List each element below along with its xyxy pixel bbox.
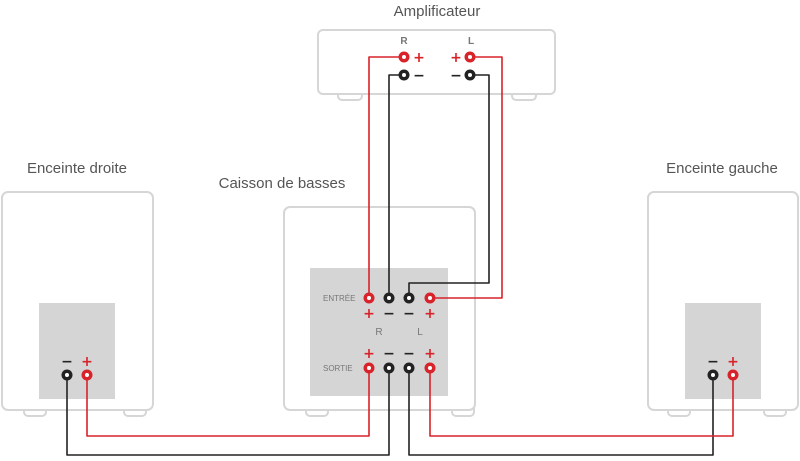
subwoofer-l-label: L bbox=[417, 327, 423, 338]
left-speaker-title: Enceinte gauche bbox=[666, 160, 778, 177]
amp-r-plus-sign: + bbox=[413, 50, 425, 66]
sub-out-l-plus-sign: + bbox=[424, 346, 436, 362]
amp-r-minus-sign: − bbox=[413, 68, 425, 84]
right-speaker-minus-sign: − bbox=[61, 354, 73, 370]
amplifier bbox=[317, 29, 556, 101]
amp-terminal-l-plus bbox=[464, 51, 476, 63]
sub-in-r-minus bbox=[383, 292, 395, 304]
sub-in-r-plus bbox=[363, 292, 375, 304]
wire-out-l-plus bbox=[429, 368, 734, 437]
amp-l-minus-sign: − bbox=[450, 68, 462, 84]
sub-in-r-plus-sign: + bbox=[363, 306, 375, 322]
amplifier-box bbox=[317, 29, 556, 95]
left-speaker-plus-sign: + bbox=[727, 354, 739, 370]
right-speaker-panel bbox=[39, 303, 115, 399]
right-speaker bbox=[1, 191, 154, 417]
sub-out-l-minus bbox=[403, 362, 415, 374]
amp-terminal-r-plus bbox=[398, 51, 410, 63]
left-speaker-terminal-plus bbox=[727, 369, 739, 381]
polarity-signs: + − + − + − − + + − − + − + − + bbox=[61, 50, 739, 370]
sub-in-l-plus-sign: + bbox=[424, 306, 436, 322]
amp-terminal-r-minus bbox=[398, 69, 410, 81]
wire-amp-l-minus bbox=[408, 74, 490, 298]
sub-in-l-minus bbox=[403, 292, 415, 304]
amplifier-l-label: L bbox=[468, 36, 474, 47]
sub-out-r-minus-sign: − bbox=[383, 346, 395, 362]
sub-out-r-minus bbox=[383, 362, 395, 374]
wire-out-r-plus bbox=[86, 368, 370, 437]
amp-l-plus-sign: + bbox=[450, 50, 462, 66]
left-speaker-panel bbox=[685, 303, 761, 399]
subwoofer-r-label: R bbox=[375, 327, 382, 338]
wire-out-l-minus bbox=[408, 368, 714, 456]
sub-in-l-minus-sign: − bbox=[403, 306, 415, 322]
sub-out-r-plus-sign: + bbox=[363, 346, 375, 362]
amp-terminal-l-minus bbox=[464, 69, 476, 81]
wires bbox=[66, 56, 734, 456]
sub-out-r-plus bbox=[363, 362, 375, 374]
terminals bbox=[61, 51, 739, 381]
right-speaker-terminal-minus bbox=[61, 369, 73, 381]
right-speaker-plus-sign: + bbox=[81, 354, 93, 370]
subwoofer-title: Caisson de basses bbox=[219, 175, 346, 192]
amplifier-r-label: R bbox=[400, 36, 408, 47]
left-speaker-terminal-minus bbox=[707, 369, 719, 381]
sub-out-l-minus-sign: − bbox=[403, 346, 415, 362]
subwoofer-output-label: SORTIE bbox=[323, 364, 353, 373]
wire-out-r-minus bbox=[66, 368, 390, 456]
wire-amp-r-plus bbox=[368, 56, 404, 298]
right-speaker-title: Enceinte droite bbox=[27, 160, 127, 177]
sub-out-l-plus bbox=[424, 362, 436, 374]
subwoofer-panel bbox=[310, 268, 448, 396]
right-speaker-terminal-plus bbox=[81, 369, 93, 381]
left-speaker bbox=[647, 191, 799, 417]
sub-in-r-minus-sign: − bbox=[383, 306, 395, 322]
left-speaker-minus-sign: − bbox=[707, 354, 719, 370]
wire-amp-l-plus bbox=[430, 56, 503, 299]
sub-in-l-plus bbox=[424, 292, 436, 304]
subwoofer bbox=[283, 206, 476, 417]
amplifier-title: Amplificateur bbox=[394, 3, 481, 20]
subwoofer-input-label: ENTRÉE bbox=[323, 294, 355, 303]
